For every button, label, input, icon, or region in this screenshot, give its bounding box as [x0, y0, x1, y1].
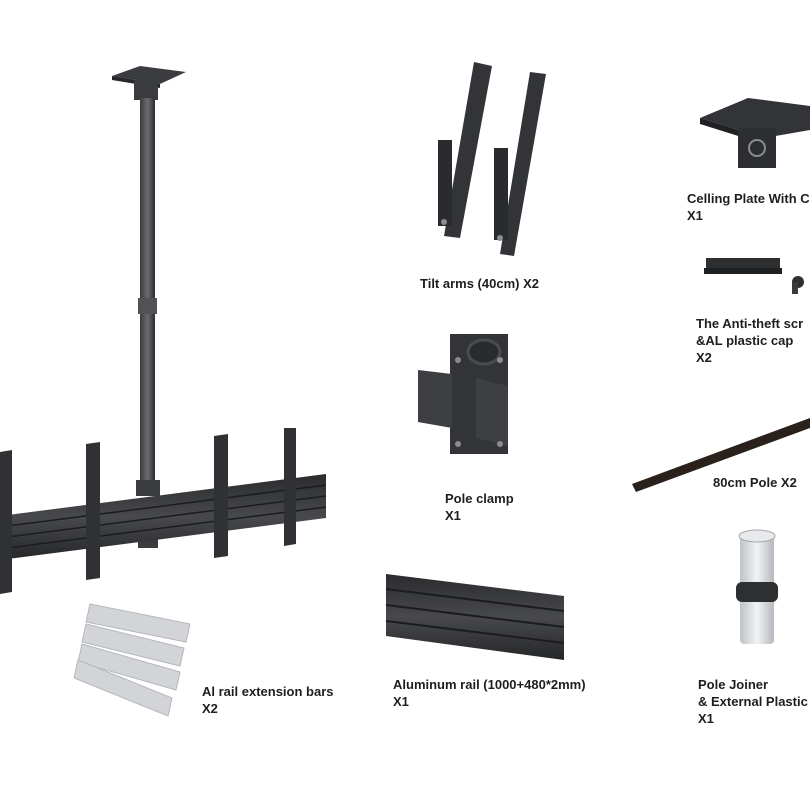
ceiling-plate-qty: X1 — [687, 208, 703, 223]
pole-80cm-illustration — [632, 418, 810, 492]
aluminum-rail-qty: X1 — [393, 694, 409, 709]
rail-extension-bars-illustration — [73, 603, 191, 717]
pole-joiner-illustration — [736, 529, 778, 644]
anti-theft-screw-illustration — [704, 258, 804, 294]
ceiling-plate-illustration — [700, 98, 810, 168]
anti-theft-line2: &AL plastic cap — [696, 333, 794, 348]
pole-joiner-line1: Pole Joiner — [698, 677, 769, 692]
ceiling-plate-name: Celling Plate With C — [687, 191, 810, 206]
aluminum-rail-label: Aluminum rail (1000+480*2mm) X1 — [393, 676, 586, 710]
pole-clamp-name: Pole clamp — [445, 491, 514, 506]
assembled-ceiling-mount — [0, 66, 327, 594]
aluminum-rail-illustration — [385, 574, 565, 660]
pole-clamp-qty: X1 — [445, 508, 461, 523]
pole-joiner-label: Pole Joiner & External Plastic X1 — [698, 676, 808, 727]
pole-80-label: 80cm Pole X2 — [713, 474, 797, 491]
pole-joiner-line2: & External Plastic — [698, 694, 808, 709]
tilt-arms-label: Tilt arms (40cm) X2 — [420, 275, 539, 292]
anti-theft-line1: The Anti-theft scr — [696, 316, 804, 331]
tilt-arms-name: Tilt arms (40cm) X2 — [420, 276, 539, 291]
anti-theft-qty: X2 — [696, 350, 712, 365]
al-rail-ext-qty: X2 — [202, 701, 218, 716]
pole-clamp-illustration — [418, 334, 508, 454]
tilt-arms-illustration — [438, 62, 546, 256]
pole-clamp-label: Pole clamp X1 — [445, 490, 514, 524]
al-rail-ext-label: Al rail extension bars X2 — [202, 683, 334, 717]
pole-joiner-qty: X1 — [698, 711, 714, 726]
aluminum-rail-name: Aluminum rail (1000+480*2mm) — [393, 677, 586, 692]
pole-80-name: 80cm Pole X2 — [713, 475, 797, 490]
anti-theft-label: The Anti-theft scr &AL plastic cap X2 — [696, 315, 803, 366]
ceiling-plate-label: Celling Plate With C X1 — [687, 190, 810, 224]
al-rail-ext-name: Al rail extension bars — [202, 684, 334, 699]
